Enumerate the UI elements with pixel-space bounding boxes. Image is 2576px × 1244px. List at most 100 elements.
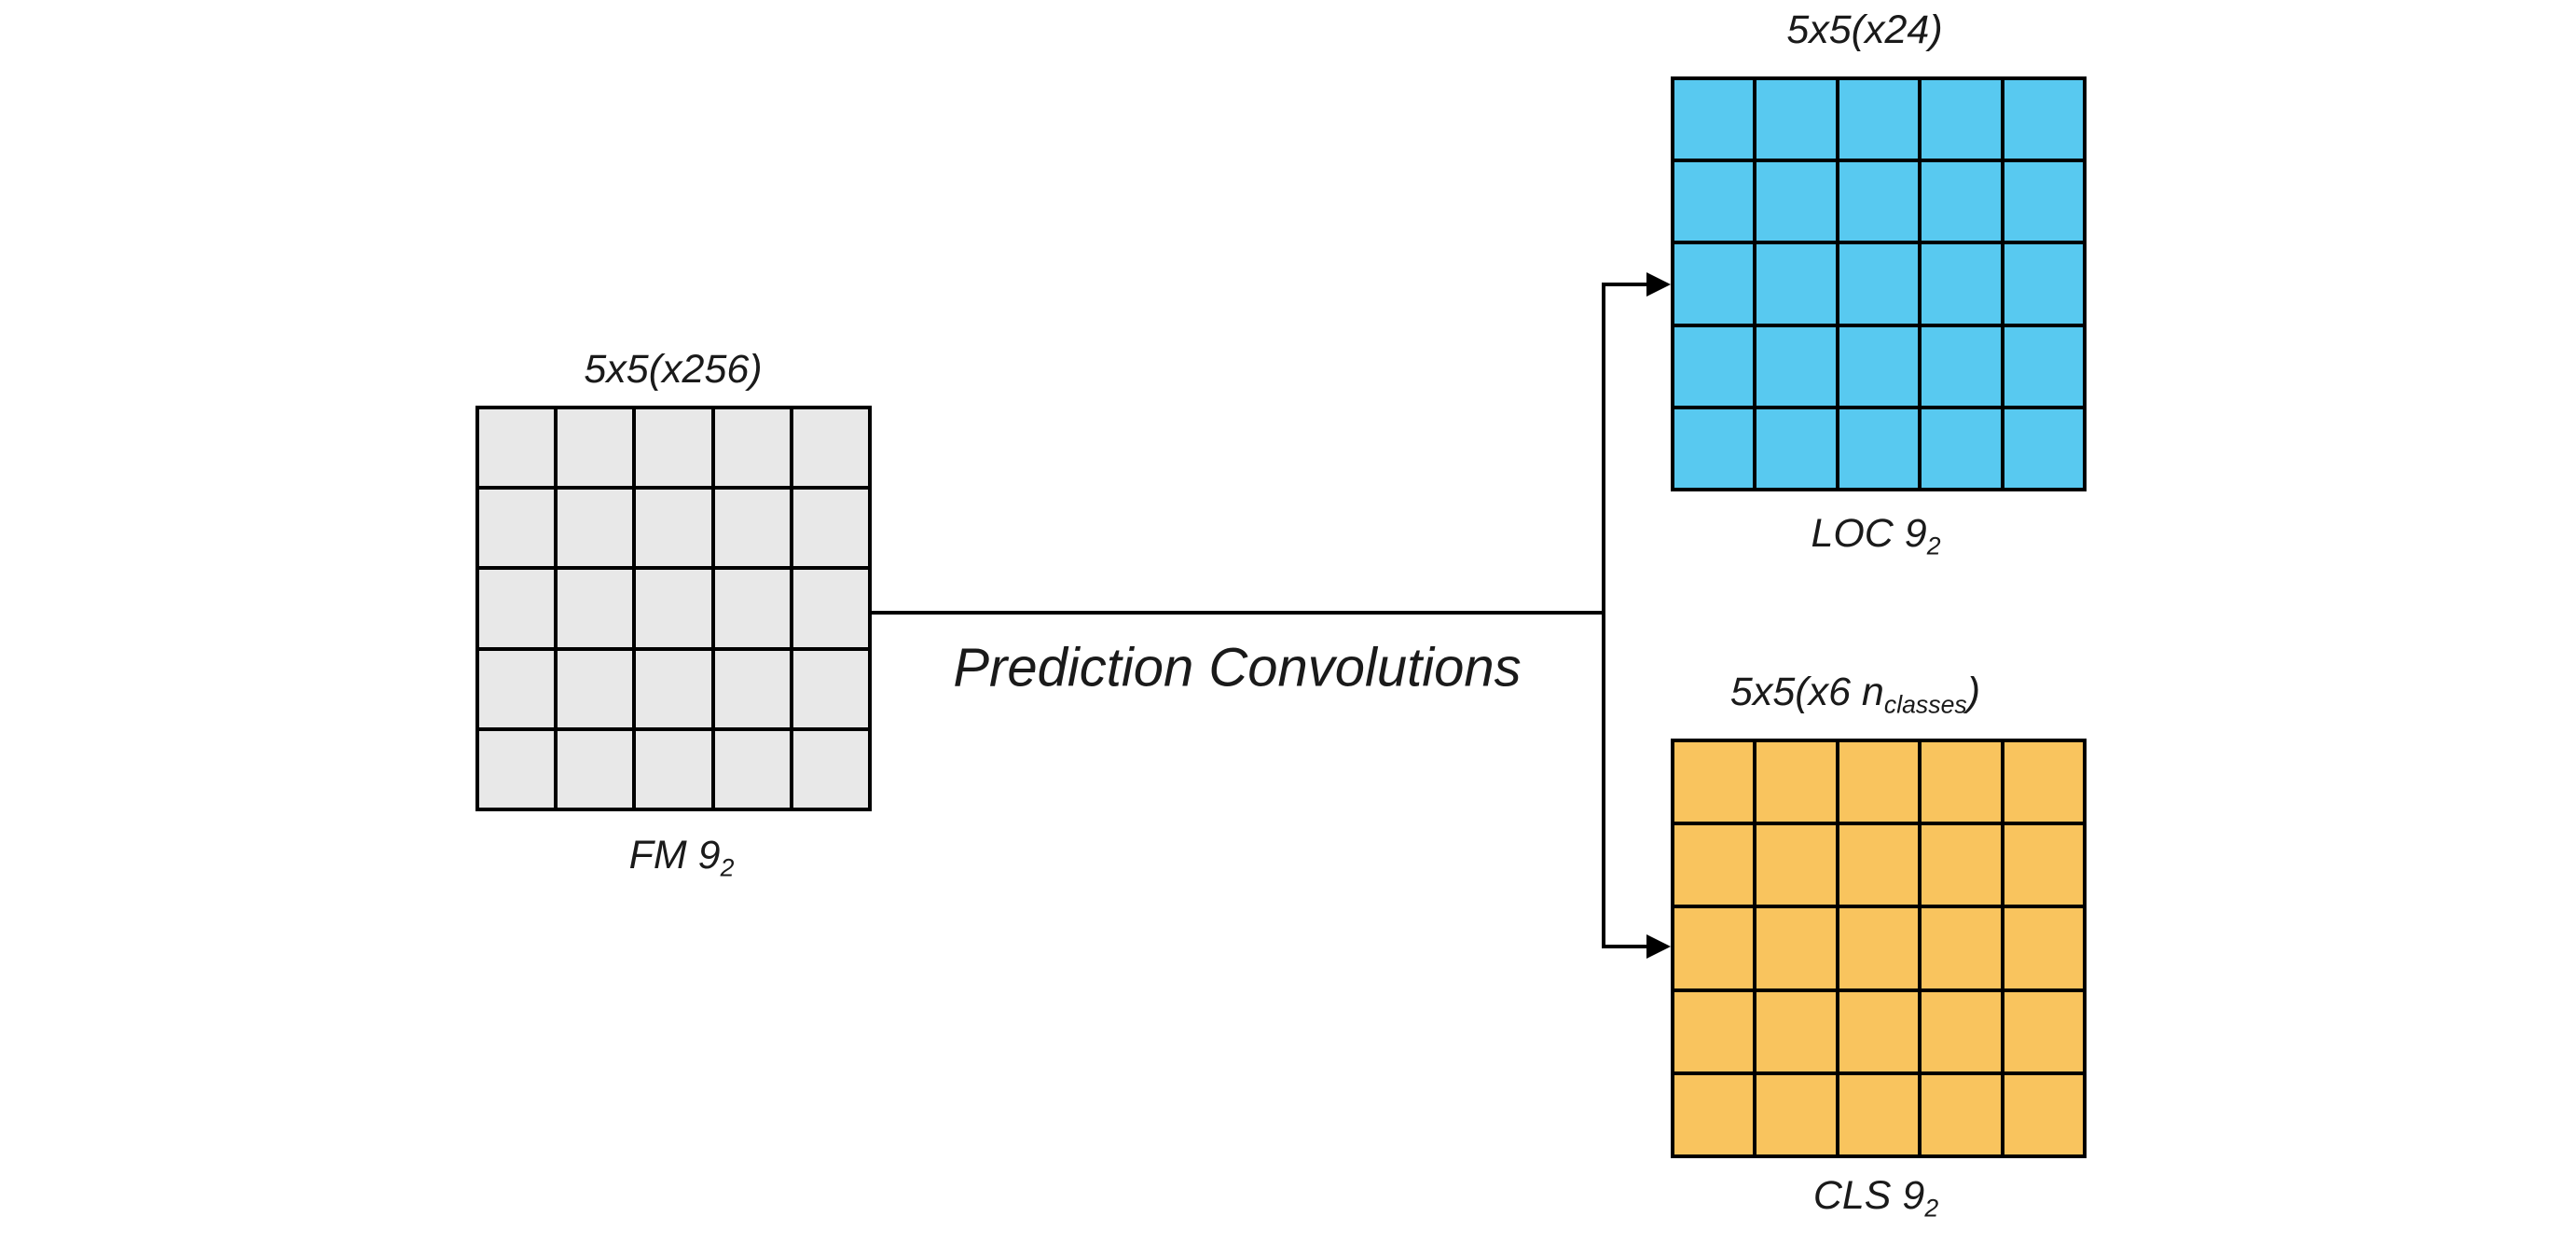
fm-bottom-label-subscript: 2 (720, 853, 735, 882)
fm-bottom-label: FM 92 (629, 833, 735, 883)
grid-cell (1756, 408, 1836, 488)
grid-cell (1839, 825, 1919, 905)
grid-cell (479, 409, 555, 487)
grid-cell (1839, 742, 1919, 822)
connector-vertical-line (1602, 283, 1605, 948)
grid-cell (1674, 162, 1754, 242)
grid-cell (1674, 1074, 1754, 1154)
grid-cell (558, 490, 633, 567)
grid-cell (558, 409, 633, 487)
grid-cell (1674, 908, 1754, 988)
arrowhead-cls-icon (1646, 934, 1671, 959)
grid-cell (1756, 80, 1836, 159)
grid-cell (1756, 1074, 1836, 1154)
grid-cell (2004, 825, 2083, 905)
grid-cell (1839, 244, 1919, 324)
grid-cell (714, 650, 790, 727)
grid-cell (1922, 326, 2001, 406)
feature-map-grid (475, 406, 872, 811)
grid-cell (1674, 742, 1754, 822)
grid-cell (636, 570, 711, 647)
grid-cell (1839, 408, 1919, 488)
grid-cell (1922, 908, 2001, 988)
grid-cell (792, 650, 868, 727)
grid-cell (1839, 326, 1919, 406)
fm-top-label: 5x5(x256) (584, 347, 762, 393)
grid-cell (636, 490, 711, 567)
grid-cell (792, 730, 868, 808)
cls-bottom-label-subscript: 2 (1924, 1194, 1939, 1223)
grid-cell (2004, 244, 2083, 324)
grid-cell (2004, 742, 2083, 822)
grid-cell (1674, 80, 1754, 159)
grid-cell (1674, 326, 1754, 406)
grid-cell (479, 730, 555, 808)
grid-cell (636, 409, 711, 487)
grid-cell (1756, 326, 1836, 406)
grid-cell (2004, 908, 2083, 988)
grid-cell (1839, 908, 1919, 988)
fm-bottom-label-text: FM 9 (628, 833, 721, 878)
grid-cell (2004, 991, 2083, 1071)
loc-top-label: 5x5(x24) (1786, 7, 1942, 53)
grid-cell (1756, 742, 1836, 822)
prediction-convolutions-label: Prediction Convolutions (953, 637, 1522, 698)
grid-cell (479, 490, 555, 567)
grid-cell (1756, 991, 1836, 1071)
grid-cell (479, 650, 555, 727)
grid-cell (2004, 162, 2083, 242)
cls-top-label: 5x5(x6 nclasses) (1730, 670, 1980, 720)
grid-cell (1839, 1074, 1919, 1154)
grid-cell (1922, 80, 2001, 159)
grid-cell (636, 730, 711, 808)
grid-cell (792, 490, 868, 567)
grid-cell (1756, 825, 1836, 905)
grid-cell (558, 730, 633, 808)
cls-top-label-subscript: classes (1883, 690, 1967, 719)
grid-cell (792, 570, 868, 647)
grid-cell (1922, 825, 2001, 905)
grid-cell (479, 570, 555, 647)
grid-cell (1922, 244, 2001, 324)
grid-cell (1922, 1074, 2001, 1154)
arrowhead-loc-icon (1646, 272, 1671, 297)
grid-cell (1922, 991, 2001, 1071)
grid-cell (1674, 408, 1754, 488)
loc-grid (1671, 76, 2087, 491)
grid-cell (1756, 162, 1836, 242)
grid-cell (558, 650, 633, 727)
grid-cell (1839, 162, 1919, 242)
grid-cell (1674, 991, 1754, 1071)
loc-bottom-label: LOC 92 (1811, 511, 1940, 561)
connector-arm-cls (1604, 945, 1648, 948)
cls-bottom-label: CLS 92 (1813, 1173, 1938, 1223)
cls-bottom-label-text: CLS 9 (1812, 1173, 1925, 1218)
connector-arm-loc (1604, 283, 1648, 286)
grid-cell (1839, 80, 1919, 159)
grid-cell (558, 570, 633, 647)
loc-top-label-text: 5x5(x24) (1786, 7, 1943, 52)
loc-bottom-label-text: LOC 9 (1811, 511, 1927, 556)
cls-top-label-text: 5x5(x6 n (1729, 670, 1884, 714)
grid-cell (2004, 326, 2083, 406)
grid-cell (2004, 1074, 2083, 1154)
cls-top-label-close: ) (1966, 670, 1981, 714)
grid-cell (714, 409, 790, 487)
grid-cell (1839, 991, 1919, 1071)
cls-grid (1671, 739, 2087, 1158)
grid-cell (1756, 244, 1836, 324)
grid-cell (636, 650, 711, 727)
grid-cell (1922, 162, 2001, 242)
loc-bottom-label-subscript: 2 (1926, 532, 1941, 560)
grid-cell (714, 570, 790, 647)
grid-cell (2004, 408, 2083, 488)
connector-main-line (872, 611, 1605, 615)
grid-cell (714, 730, 790, 808)
grid-cell (2004, 80, 2083, 159)
grid-cell (1674, 244, 1754, 324)
grid-cell (1756, 908, 1836, 988)
grid-cell (714, 490, 790, 567)
grid-cell (792, 409, 868, 487)
grid-cell (1674, 825, 1754, 905)
